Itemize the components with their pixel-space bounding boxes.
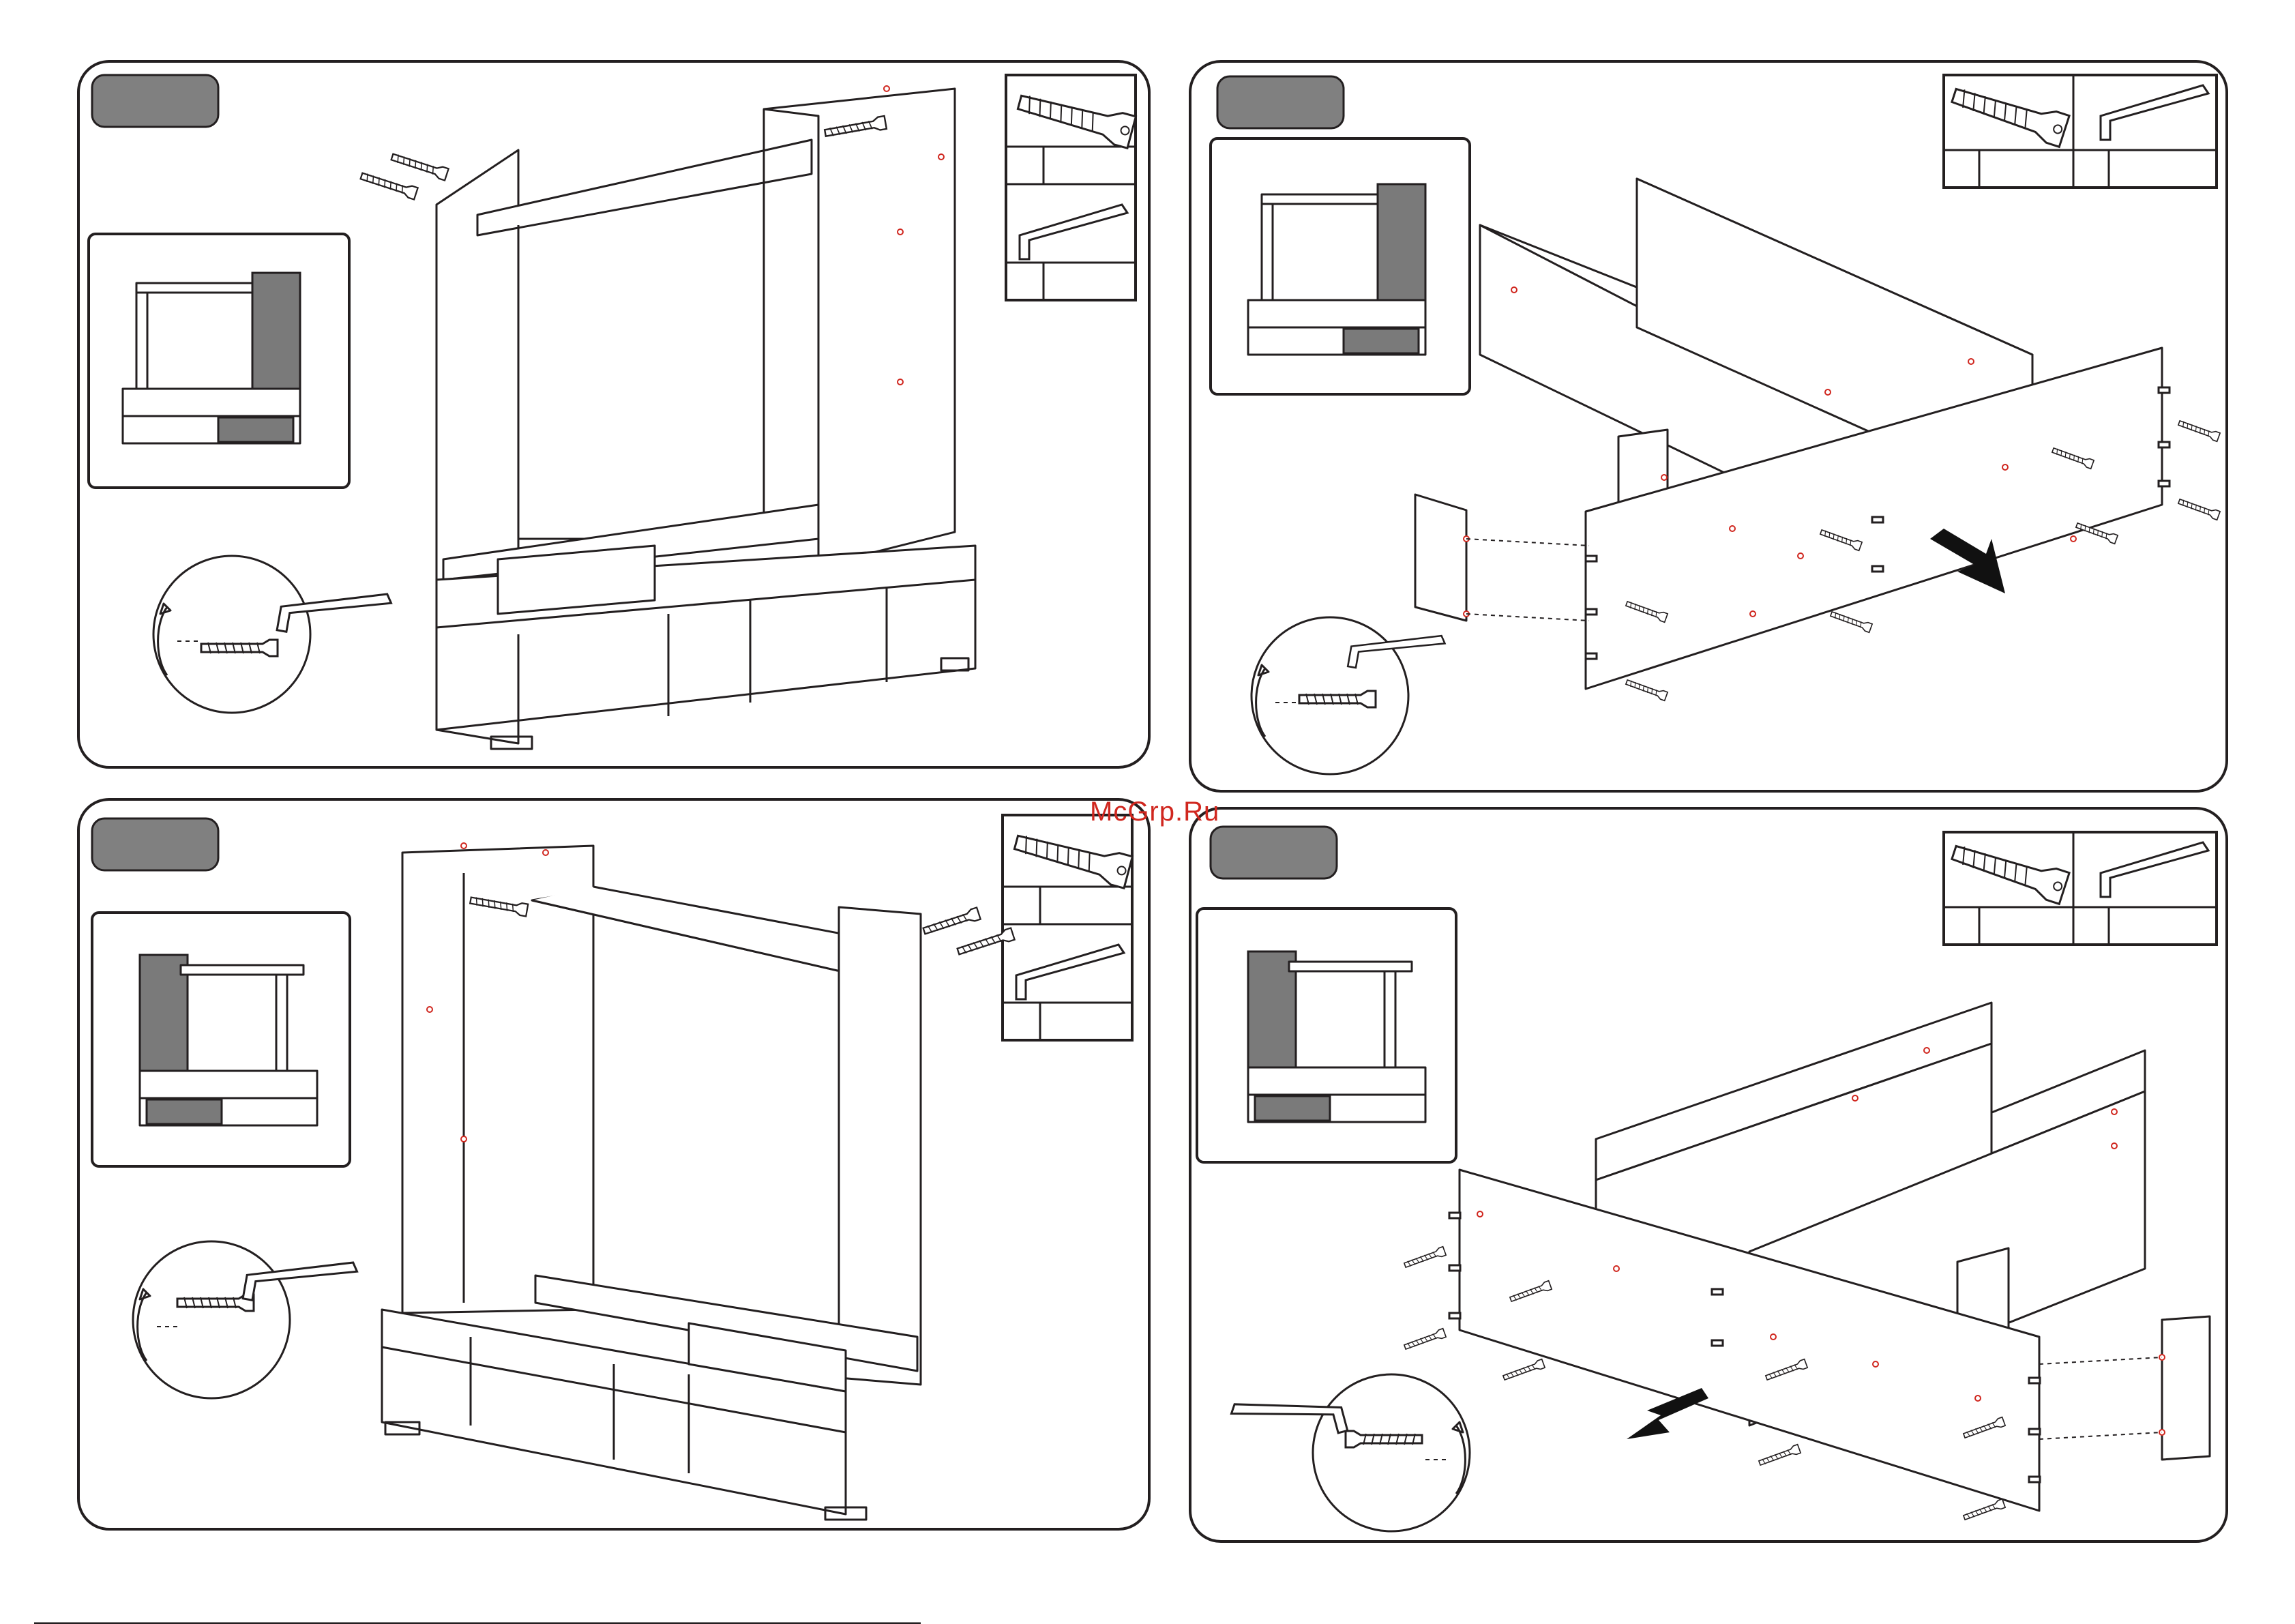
step-1-badge <box>92 75 218 127</box>
step-1-panel <box>78 61 1149 767</box>
step-1-preview <box>89 234 349 488</box>
step-4-panel <box>1190 808 2227 1541</box>
step-3-tool-table <box>1003 815 1132 1040</box>
watermark: McGrp.Ru <box>1090 797 1219 827</box>
step-2-tool-table <box>1944 75 2217 188</box>
step-1-tool-table <box>1006 75 1136 300</box>
step-2-badge <box>1217 76 1344 128</box>
step-4-badge <box>1211 827 1337 879</box>
step-4-tool-table <box>1944 832 2217 945</box>
step-2-preview <box>1211 138 1470 394</box>
step-4-preview <box>1197 909 1456 1162</box>
step-3-preview <box>92 913 350 1166</box>
step-2-panel <box>1190 61 2227 791</box>
step-3-panel <box>78 799 1149 1529</box>
step-3-badge <box>92 818 218 870</box>
